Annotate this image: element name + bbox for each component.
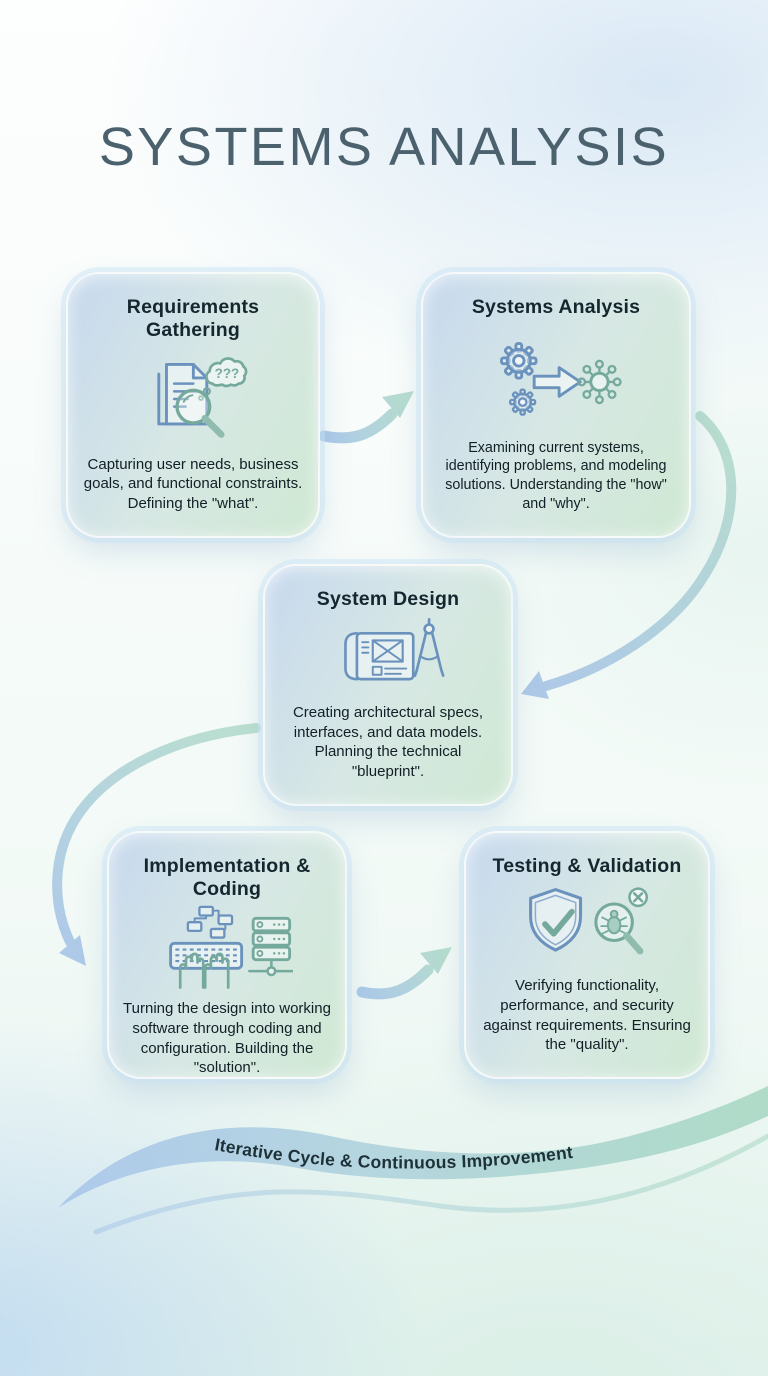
page-title: SYSTEMS ANALYSIS (98, 117, 670, 177)
card-icon-area: ??? (80, 344, 306, 455)
card-title: Testing & Validation (492, 855, 682, 877)
card-requirements-gathering: Requirements Gathering ??? Capturing use… (66, 272, 320, 538)
shield-check-bug-magnifier-icon (528, 887, 648, 955)
arrow-implementation-to-testing-icon (356, 947, 452, 1000)
card-description: Examining current systems, identifying p… (445, 439, 667, 513)
card-title: Requirements Gathering (126, 296, 260, 341)
card-systems-analysis: Systems Analysis (421, 272, 691, 538)
ribbon-label: Iterative Cycle & Continuous Improvement (213, 1134, 574, 1172)
keyboard-server-icon (168, 905, 294, 989)
ribbon-band (58, 1086, 768, 1208)
card-description: Capturing user needs, business goals, an… (83, 455, 303, 513)
blueprint-compass-icon (344, 617, 445, 681)
card-title: Systems Analysis (471, 296, 641, 318)
ribbon-underline-wave (93, 1133, 768, 1235)
card-implementation-coding: Implementation & Coding (107, 831, 347, 1079)
question-marks-text: ??? (214, 366, 239, 381)
card-system-design: System Design Creating architectural spe… (263, 564, 513, 806)
card-testing-validation: Testing & Validation Verifying functiona… (464, 831, 710, 1079)
card-icon-area (277, 613, 499, 703)
card-icon-area (121, 903, 333, 999)
card-icon-area (435, 321, 677, 439)
card-title: Implementation & Coding (143, 855, 311, 900)
card-icon-area (478, 880, 696, 976)
arrow-requirements-to-analysis-icon (318, 391, 414, 444)
card-description: Verifying functionality, performance, an… (483, 977, 691, 1054)
card-title: System Design (316, 588, 460, 610)
svg-text:Iterative Cycle & Continuous I: Iterative Cycle & Continuous Improvement (213, 1134, 574, 1172)
card-description: Turning the design into working software… (123, 1000, 331, 1077)
document-magnifier-questions-icon: ??? (157, 357, 248, 439)
gears-to-network-icon (499, 341, 622, 416)
card-description: Creating architectural specs, interfaces… (292, 703, 484, 781)
